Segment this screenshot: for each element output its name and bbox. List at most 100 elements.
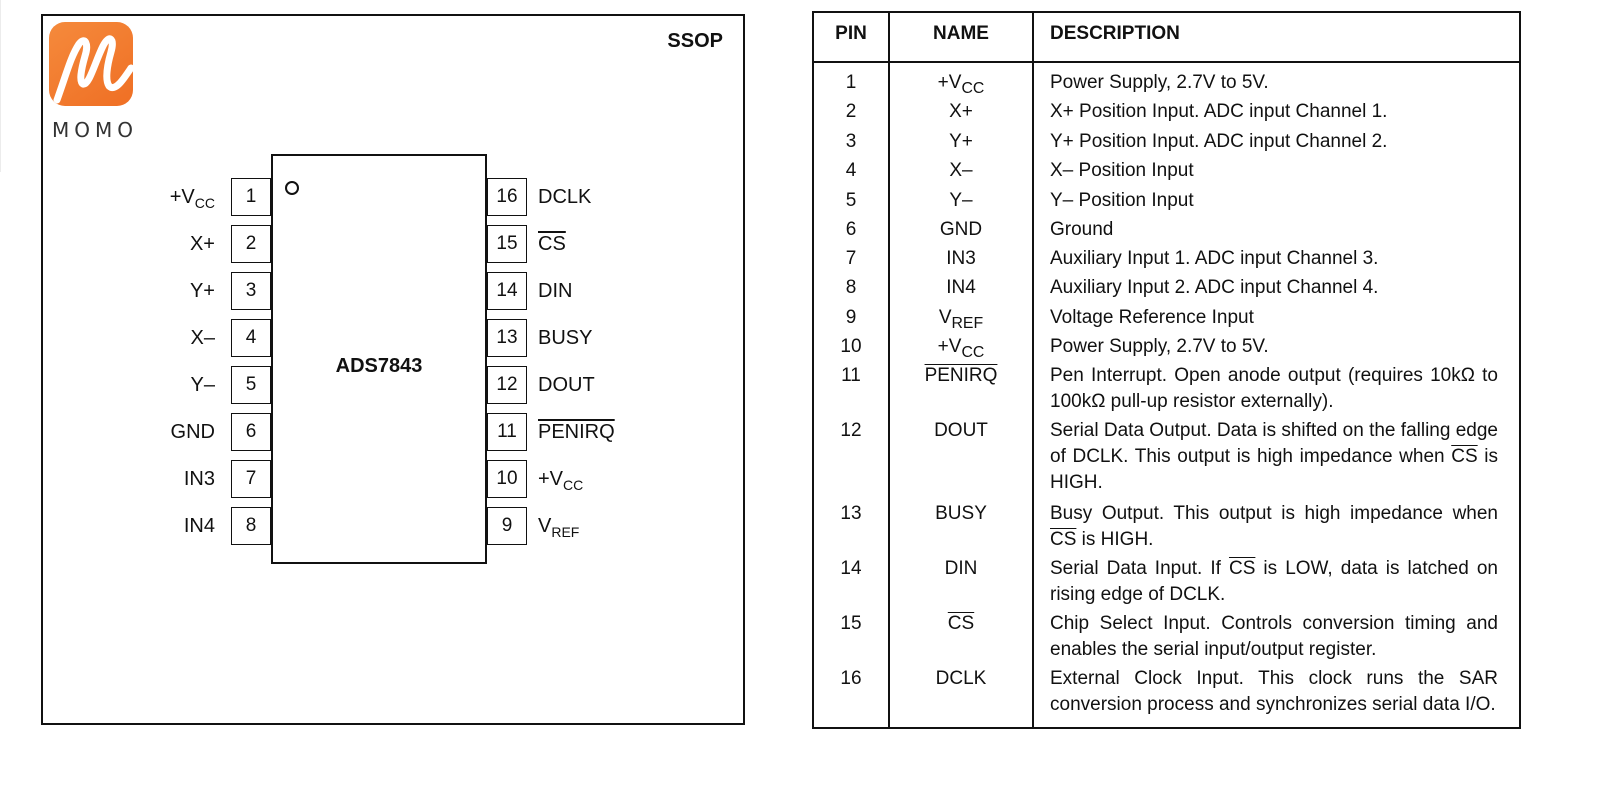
pin-label: X+ bbox=[190, 225, 215, 263]
signal-subscript: REF bbox=[551, 523, 580, 540]
signal-subscript: REF bbox=[951, 314, 984, 332]
pin-number-cell: 6 bbox=[845, 219, 857, 240]
signal-name: +V bbox=[937, 336, 962, 357]
pin-name-cell: Y+ bbox=[890, 129, 1032, 155]
pin-description-cell: Ground bbox=[1050, 217, 1498, 243]
pin-label: BUSY bbox=[538, 319, 592, 357]
signal-name: +V bbox=[169, 186, 195, 208]
pin-description-cell: X+ Position Input. ADC input Channel 1. bbox=[1050, 99, 1498, 125]
signal-name: X– bbox=[949, 160, 973, 181]
pin-name-cell: GND bbox=[890, 217, 1032, 243]
pin-number-box: 6 bbox=[231, 413, 271, 451]
description-text: is HIGH. bbox=[1050, 446, 1498, 493]
pin-label: Y– bbox=[191, 366, 215, 404]
pin-name-cell: X+ bbox=[890, 99, 1032, 125]
description-text: Voltage Reference Input bbox=[1050, 307, 1254, 328]
overlined-signal: CS bbox=[1451, 446, 1478, 467]
pin-name-cell: X– bbox=[890, 158, 1032, 184]
pin-label: +VCC bbox=[170, 178, 215, 216]
pin-description-cell: Auxiliary Input 1. ADC input Channel 3. bbox=[1050, 246, 1498, 272]
signal-name: V bbox=[938, 307, 952, 328]
pin-number-box: 11 bbox=[487, 413, 527, 451]
pin-number-box: 9 bbox=[487, 507, 527, 545]
signal-name: +V bbox=[937, 72, 962, 93]
signal-name: GND bbox=[939, 219, 983, 240]
description-text: Chip Select Input. Controls conversion t… bbox=[1050, 613, 1498, 660]
signal-name: DIN bbox=[538, 280, 573, 302]
pin-number-cell: 5 bbox=[845, 190, 857, 211]
pin-description-cell: Voltage Reference Input bbox=[1050, 305, 1498, 331]
pin-label: X– bbox=[191, 319, 215, 357]
chip-body: ADS7843 bbox=[271, 154, 487, 564]
pin-label: GND bbox=[171, 413, 215, 451]
description-text: X+ Position Input. ADC input Channel 1. bbox=[1050, 101, 1388, 122]
description-text: is HIGH. bbox=[1076, 529, 1154, 550]
pin-name-cell: +VCC bbox=[890, 70, 1032, 102]
description-text: Serial Data Input. If bbox=[1050, 558, 1229, 579]
signal-name: DIN bbox=[944, 558, 978, 579]
pin-number-cell: 3 bbox=[845, 131, 857, 152]
pin-number-cell: 16 bbox=[840, 668, 862, 689]
pin-name-cell: DOUT bbox=[890, 418, 1032, 444]
signal-subscript: CC bbox=[194, 194, 215, 211]
description-text: Y+ Position Input. ADC input Channel 2. bbox=[1050, 131, 1388, 152]
signal-name: V bbox=[538, 515, 552, 537]
pin-name-cell: PENIRQ bbox=[890, 363, 1032, 389]
pin-number-box: 2 bbox=[231, 225, 271, 263]
pin-label: IN4 bbox=[184, 507, 215, 545]
header-divider bbox=[814, 61, 1519, 63]
pin-label: PENIRQ bbox=[538, 413, 615, 451]
pin-number-cell: 14 bbox=[840, 558, 862, 579]
signal-name: GND bbox=[170, 421, 215, 443]
signal-name: IN4 bbox=[946, 277, 976, 298]
description-text: Busy Output. This output is high impedan… bbox=[1050, 503, 1498, 524]
pin-label: DOUT bbox=[538, 366, 595, 404]
logo-wordmark: MOMO bbox=[52, 118, 138, 142]
description-text: Serial Data Output. Data is shifted on t… bbox=[1050, 420, 1498, 467]
signal-name: X+ bbox=[949, 101, 973, 122]
pin-description-cell: Serial Data Output. Data is shifted on t… bbox=[1050, 418, 1498, 496]
signal-name: BUSY bbox=[935, 503, 987, 524]
pin-label: IN3 bbox=[184, 460, 215, 498]
pin-description-cell: Power Supply, 2.7V to 5V. bbox=[1050, 334, 1498, 360]
pin-description-cell: Chip Select Input. Controls conversion t… bbox=[1050, 611, 1498, 663]
description-text: Power Supply, 2.7V to 5V. bbox=[1050, 336, 1269, 357]
pin-number-cell: 7 bbox=[845, 248, 857, 269]
signal-name: X+ bbox=[189, 233, 215, 255]
header-name: NAME bbox=[933, 23, 989, 44]
pin-number-cell: 9 bbox=[845, 307, 857, 328]
signal-subscript: CC bbox=[563, 476, 584, 493]
signal-subscript: CC bbox=[961, 343, 985, 361]
description-text: Ground bbox=[1050, 219, 1114, 240]
description-text: X– Position Input bbox=[1050, 160, 1194, 181]
pin-number-cell: 11 bbox=[841, 365, 861, 386]
pin-description-cell: Y– Position Input bbox=[1050, 188, 1498, 214]
pin-name-cell: Y– bbox=[890, 188, 1032, 214]
pin-number-cell: 12 bbox=[840, 420, 862, 441]
pin-label: Y+ bbox=[190, 272, 215, 310]
signal-name: DOUT bbox=[934, 420, 988, 441]
pin-number-box: 4 bbox=[231, 319, 271, 357]
pin-number-cell: 10 bbox=[840, 336, 862, 357]
pin-name-cell: IN3 bbox=[890, 246, 1032, 272]
pin-label: VREF bbox=[538, 507, 579, 545]
chip-name: ADS7843 bbox=[335, 355, 423, 377]
edge-line bbox=[0, 0, 1, 172]
pin-number-box: 10 bbox=[487, 460, 527, 498]
pin-number-box: 7 bbox=[231, 460, 271, 498]
signal-name: DCLK bbox=[935, 668, 987, 689]
pin-name-cell: VREF bbox=[890, 305, 1032, 337]
package-label: SSOP bbox=[667, 30, 723, 52]
pin-name-cell: DIN bbox=[890, 556, 1032, 582]
overlined-signal: CS bbox=[1228, 558, 1256, 579]
pin-number-cell: 8 bbox=[845, 277, 857, 298]
description-text: Pen Interrupt. Open anode output (requir… bbox=[1050, 365, 1498, 412]
pin-description-cell: X– Position Input bbox=[1050, 158, 1498, 184]
pin-description-cell: Y+ Position Input. ADC input Channel 2. bbox=[1050, 129, 1498, 155]
pin-description-cell: Pen Interrupt. Open anode output (requir… bbox=[1050, 363, 1498, 415]
header-pin: PIN bbox=[835, 23, 867, 44]
pin-number-cell: 13 bbox=[840, 503, 862, 524]
signal-name: Y– bbox=[949, 190, 973, 211]
